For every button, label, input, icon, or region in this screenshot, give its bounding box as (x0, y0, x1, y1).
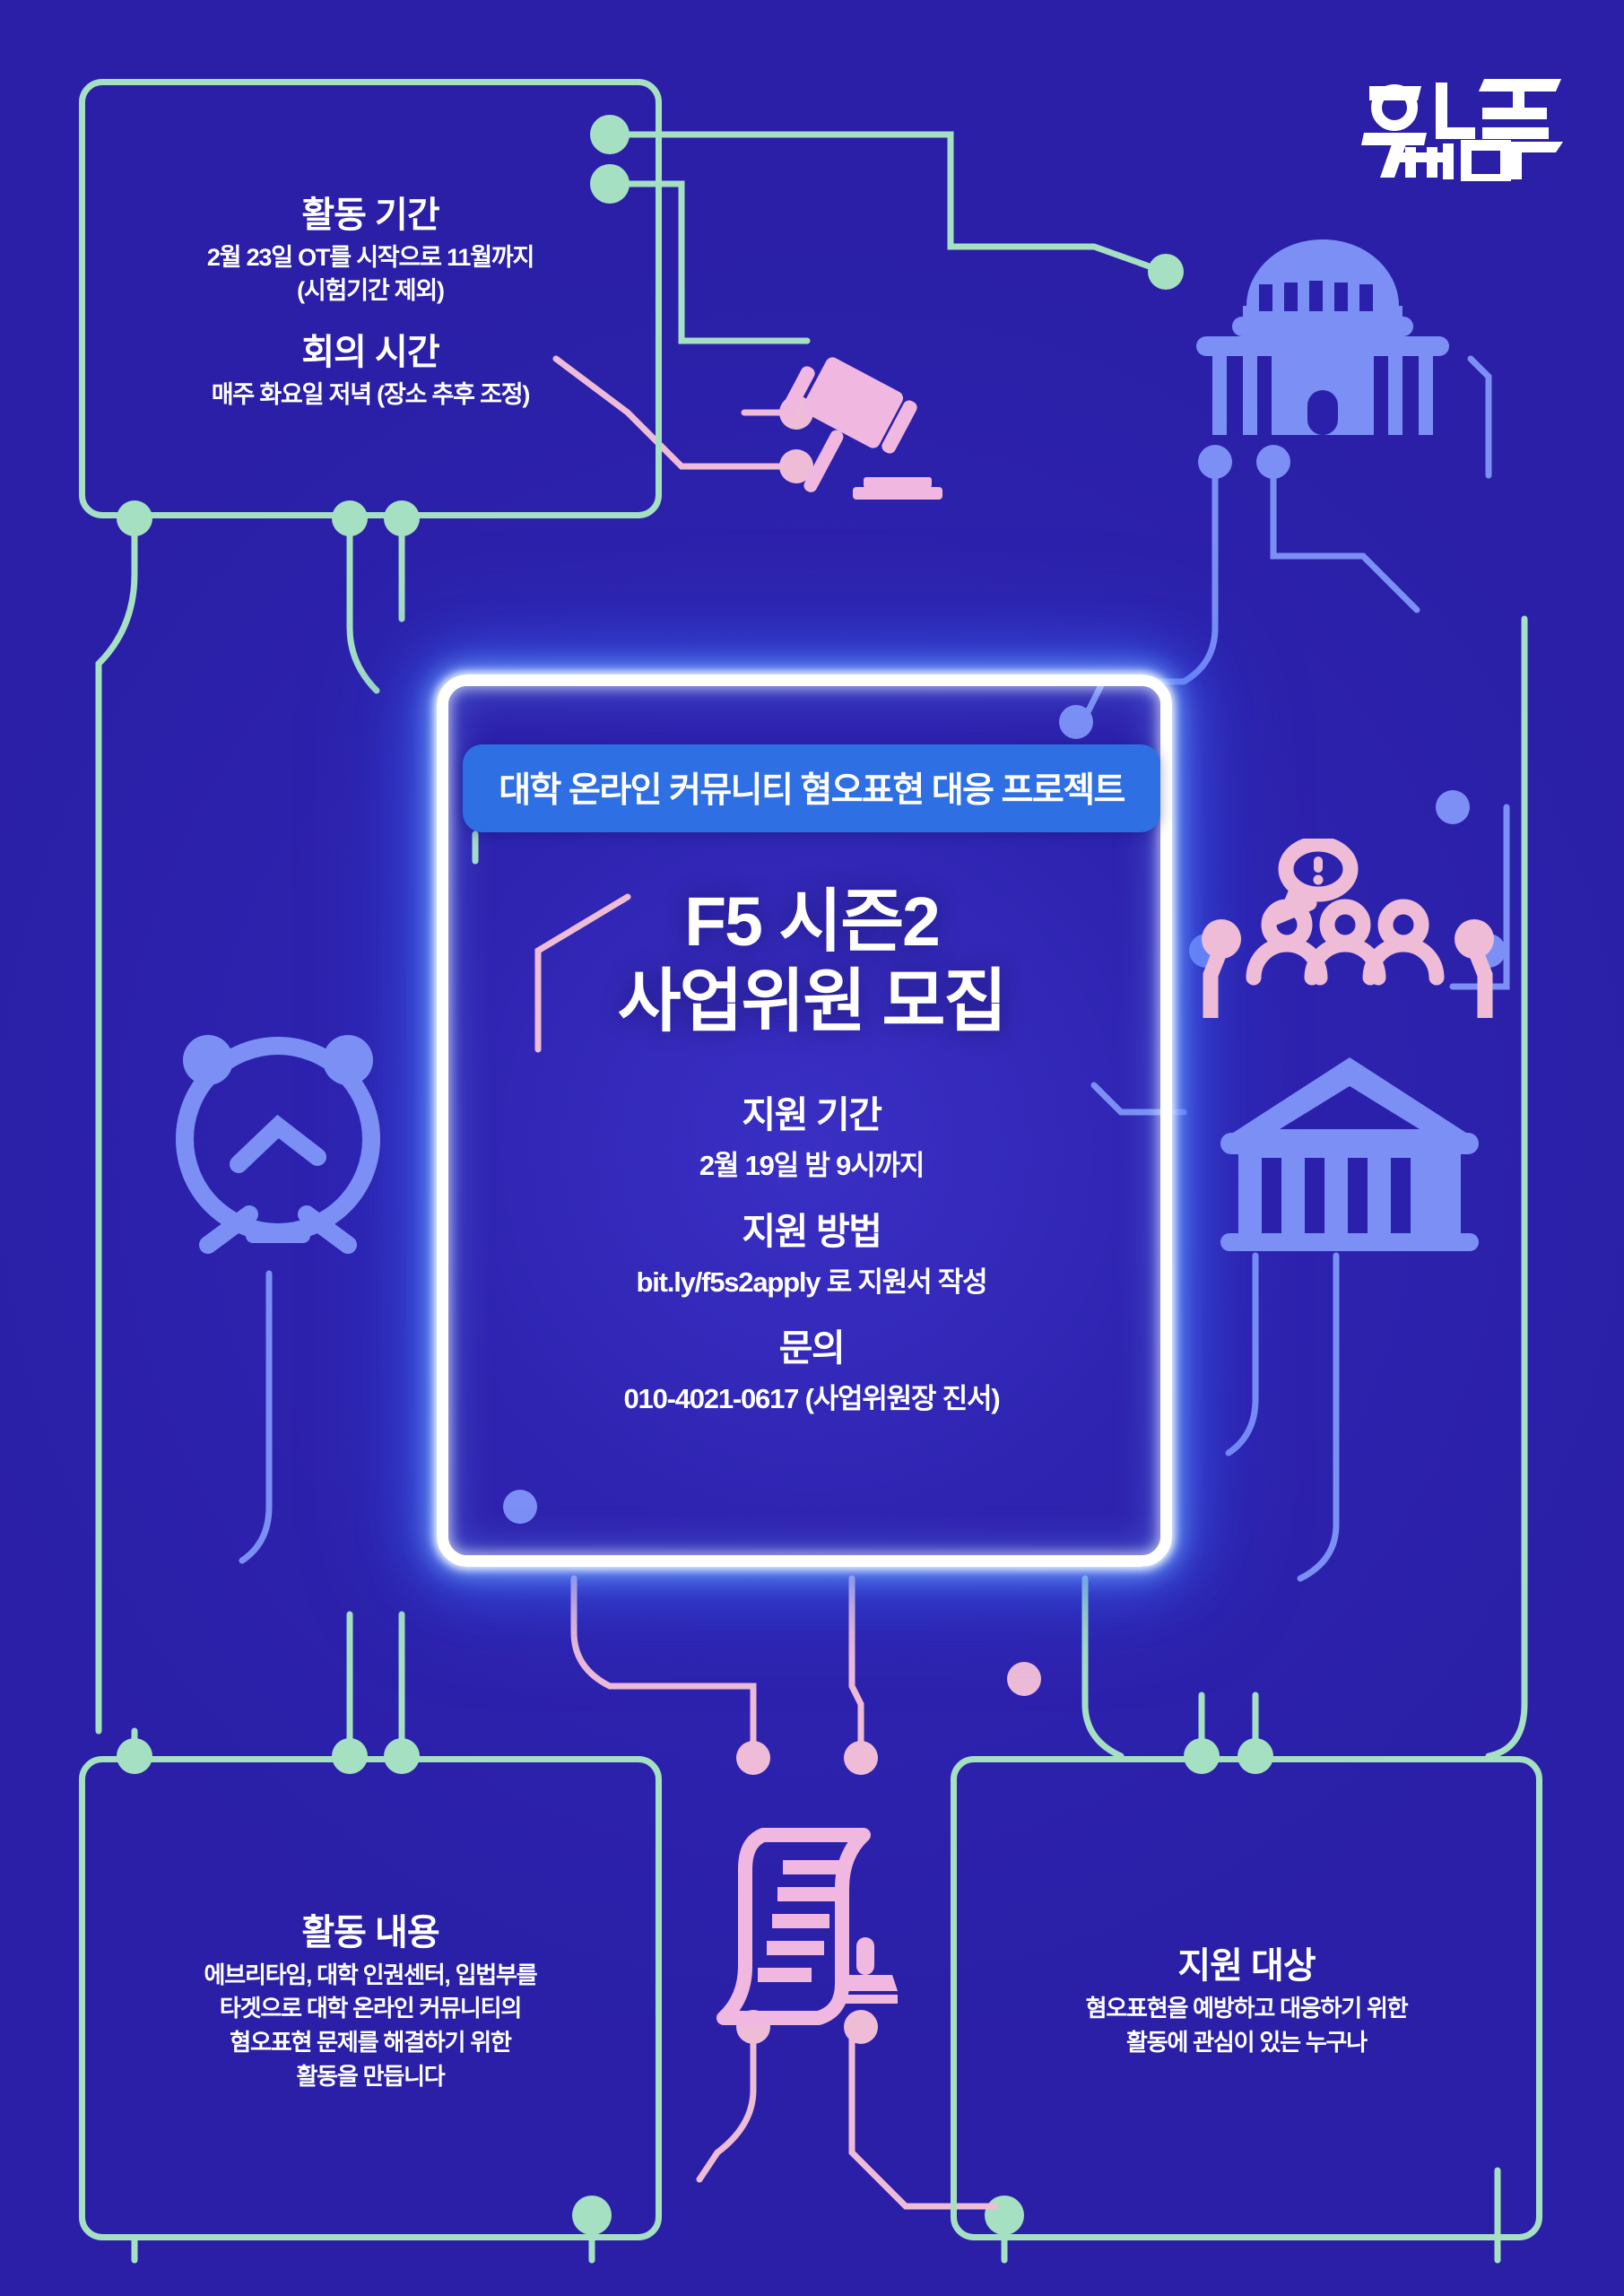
gavel-icon (758, 348, 946, 509)
neon-frame (437, 674, 1172, 1567)
period-line-2: (시험기간 제외) (297, 276, 445, 304)
activity-period-box: 활동 기간 2월 23일 OT를 시작으로 11월까지 (시험기간 제외) 회의… (79, 79, 662, 518)
target-line-1: 혐오표현을 예방하고 대응하기 위한 (1085, 1995, 1409, 2022)
page-title: F5 시즌2 사업위원 모집 (359, 883, 1264, 1043)
target-heading: 지원 대상 (1177, 1946, 1316, 1987)
detail-body-period: 2월 19일 밤 9시까지 (699, 1149, 925, 1181)
application-details: 지원 기간 2월 19일 밤 9시까지 지원 방법 bit.ly/f5s2app… (359, 1084, 1264, 1416)
content-line-1: 에브리타임, 대학 인권센터, 입법부를 (204, 1961, 538, 1988)
content-line-3: 혐오표현 문제를 해결하기 위한 (230, 2029, 512, 2056)
univ-femi-logo (1353, 56, 1568, 185)
meeting-heading: 회의 시간 (301, 333, 439, 373)
people-group-alert-icon (1202, 836, 1498, 1026)
target-line-2: 활동에 관심이 있는 누구나 (1126, 2029, 1368, 2056)
project-subtitle-pill: 대학 온라인 커뮤니티 혐오표현 대응 프로젝트 (463, 744, 1160, 832)
detail-heading-method: 지원 방법 (742, 1210, 882, 1252)
detail-body-method: bit.ly/f5s2apply 로 지원서 작성 (636, 1265, 988, 1298)
document-stamp-icon (713, 1812, 919, 2027)
detail-heading-period: 지원 기간 (742, 1093, 882, 1135)
meeting-line-1: 매주 화요일 저녁 (장소 추후 조정) (211, 381, 531, 409)
detail-heading-contact: 문의 (778, 1326, 846, 1369)
content-heading: 활동 내용 (301, 1912, 439, 1952)
bank-building-icon (1215, 1045, 1484, 1251)
title-line-1: F5 시즌2 (684, 883, 941, 961)
period-line-1: 2월 23일 OT를 시작으로 11월까지 (206, 243, 534, 271)
content-line-4: 활동을 만듭니다 (296, 2062, 445, 2090)
alarm-clock-icon (152, 1013, 404, 1274)
activity-content-box: 활동 내용 에브리타임, 대학 인권센터, 입법부를 타겟으로 대학 온라인 커… (79, 1756, 662, 2240)
detail-body-contact: 010-4021-0617 (사업위원장 진서) (623, 1382, 1000, 1414)
title-line-2: 사업위원 모집 (617, 963, 1007, 1041)
content-line-2: 타겟으로 대학 온라인 커뮤니티의 (219, 1995, 522, 2022)
center-content: 대학 온라인 커뮤니티 혐오표현 대응 프로젝트 F5 시즌2 사업위원 모집 … (359, 744, 1264, 1416)
capitol-building-icon (1193, 229, 1453, 435)
period-heading: 활동 기간 (301, 195, 439, 235)
applicant-target-box: 지원 대상 혐오표현을 예방하고 대응하기 위한 활동에 관심이 있는 누구나 (951, 1756, 1542, 2240)
